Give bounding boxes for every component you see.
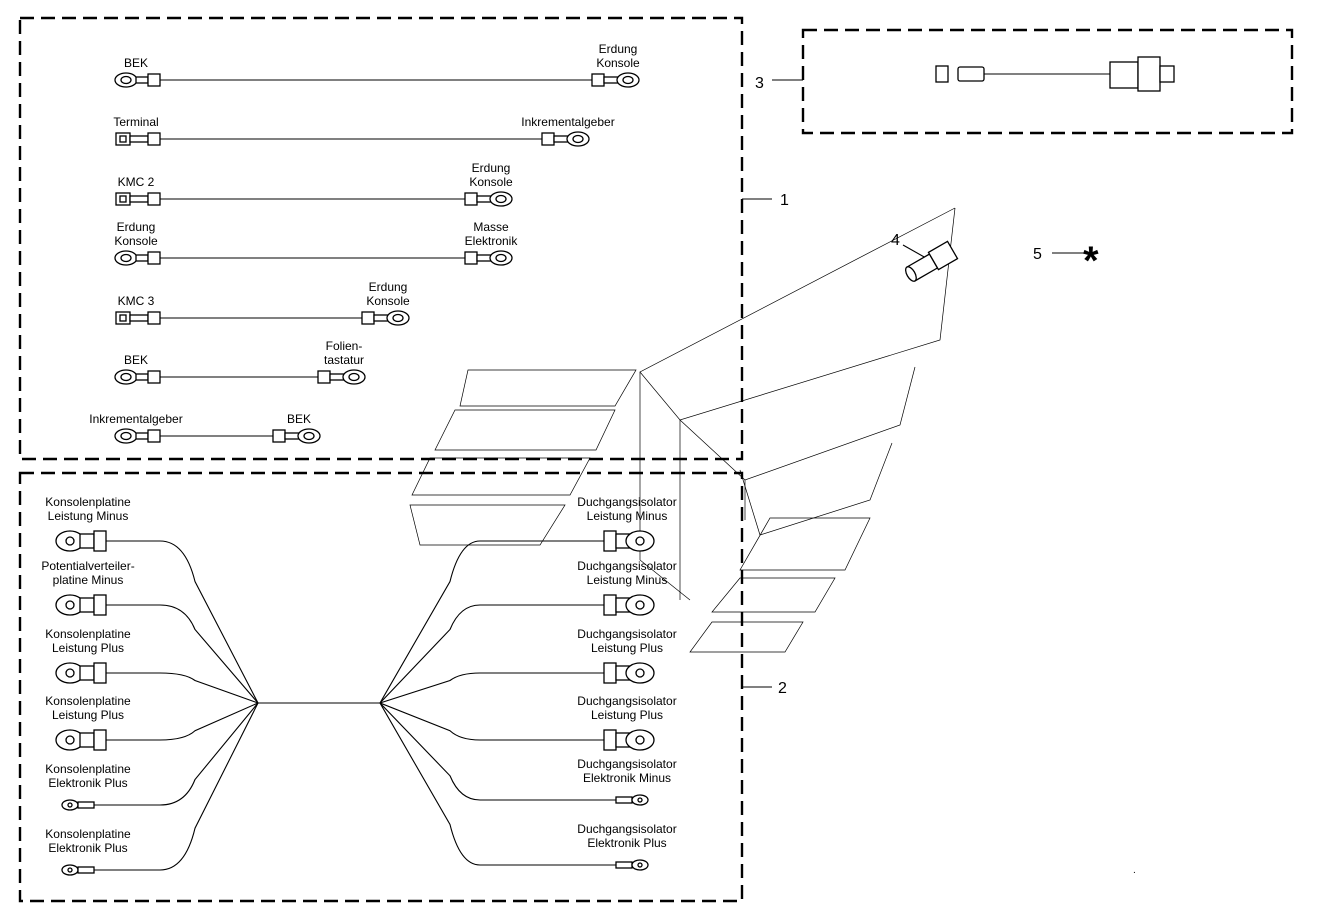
group-1-cable: BEK Folien-tastatur — [114, 339, 366, 385]
harness-right-label: Duchgangsisolator — [577, 495, 676, 509]
group-3-cable — [935, 56, 1175, 92]
harness-right-label: Leistung Minus — [587, 573, 668, 587]
callout-2: 2 — [778, 680, 787, 697]
part-4-connector — [905, 240, 959, 282]
large-connector-latch — [1159, 65, 1175, 83]
harness-left-label: Leistung Plus — [52, 641, 124, 655]
harness-left-label: Konsolenplatine — [45, 627, 131, 641]
cable-right-label: Elektronik — [465, 234, 519, 248]
plug-cap — [935, 65, 949, 83]
harness-right-label: Duchgangsisolator — [577, 757, 676, 771]
cable-left-label: Erdung — [117, 220, 156, 234]
harness-left-label: platine Minus — [53, 573, 124, 587]
large-connector — [1109, 61, 1139, 89]
small-connector — [957, 66, 985, 82]
group-1-cable: Terminal Inkrementalgeber — [113, 115, 615, 147]
console-ghost-outline — [409, 207, 956, 653]
group-1-cable: Inkrementalgeber BEK — [89, 412, 321, 444]
cable-right-label: Folien- — [326, 339, 363, 353]
harness-right-label: Leistung Minus — [587, 509, 668, 523]
callout-5-asterisk: * — [1083, 239, 1099, 283]
harness-left-label: Leistung Minus — [48, 509, 129, 523]
harness-right-label: Leistung Plus — [591, 641, 663, 655]
harness-right-label: Leistung Plus — [591, 708, 663, 722]
cable-right-label: Erdung — [472, 161, 511, 175]
harness-left-label: Potentialverteiler- — [41, 559, 134, 573]
harness-right-label: Elektronik Plus — [587, 836, 666, 850]
cable-left-label: BEK — [124, 56, 148, 70]
callout-4: 4 — [891, 232, 900, 249]
harness-right-label: Duchgangsisolator — [577, 694, 676, 708]
harness-right-label: Duchgangsisolator — [577, 627, 676, 641]
callout-1: 1 — [780, 192, 789, 209]
harness-left-label: Leistung Plus — [52, 708, 124, 722]
harness-left-terminal: Potentialverteiler-platine Minus — [41, 559, 259, 704]
harness-left-label: Elektronik Plus — [48, 841, 127, 855]
group-1-box — [18, 16, 744, 461]
cable-right-label: tastatur — [324, 353, 364, 367]
harness-right-label: Elektronik Minus — [583, 771, 671, 785]
callout-5: 5 — [1033, 246, 1042, 263]
cable-left-label: Inkrementalgeber — [89, 412, 182, 426]
harness-left-label: Konsolenplatine — [45, 694, 131, 708]
cable-right-label: Konsole — [366, 294, 410, 308]
large-connector-housing — [1137, 56, 1161, 92]
harness-left-label: Konsolenplatine — [45, 827, 131, 841]
callout-3: 3 — [755, 75, 764, 92]
harness-right-label: Duchgangsisolator — [577, 559, 676, 573]
svg-text:.: . — [1133, 865, 1136, 876]
cable-right-label: BEK — [287, 412, 311, 426]
harness-left-label: Konsolenplatine — [45, 495, 131, 509]
cable-right-label: Konsole — [469, 175, 513, 189]
cable-right-label: Konsole — [596, 56, 640, 70]
cable-left-label: KMC 2 — [118, 175, 155, 189]
cable-left-label: BEK — [124, 353, 148, 367]
harness-left-label: Elektronik Plus — [48, 776, 127, 790]
cable-right-label: Erdung — [599, 42, 638, 56]
cable-right-label: Masse — [473, 220, 509, 234]
cable-right-label: Erdung — [369, 280, 408, 294]
cable-left-label: Konsole — [114, 234, 158, 248]
harness-left-label: Konsolenplatine — [45, 762, 131, 776]
group-3-box — [801, 28, 1294, 135]
cable-left-label: Terminal — [113, 115, 158, 129]
cable-right-label: Inkrementalgeber — [521, 115, 614, 129]
cable-left-label: KMC 3 — [118, 294, 155, 308]
harness-right-label: Duchgangsisolator — [577, 822, 676, 836]
